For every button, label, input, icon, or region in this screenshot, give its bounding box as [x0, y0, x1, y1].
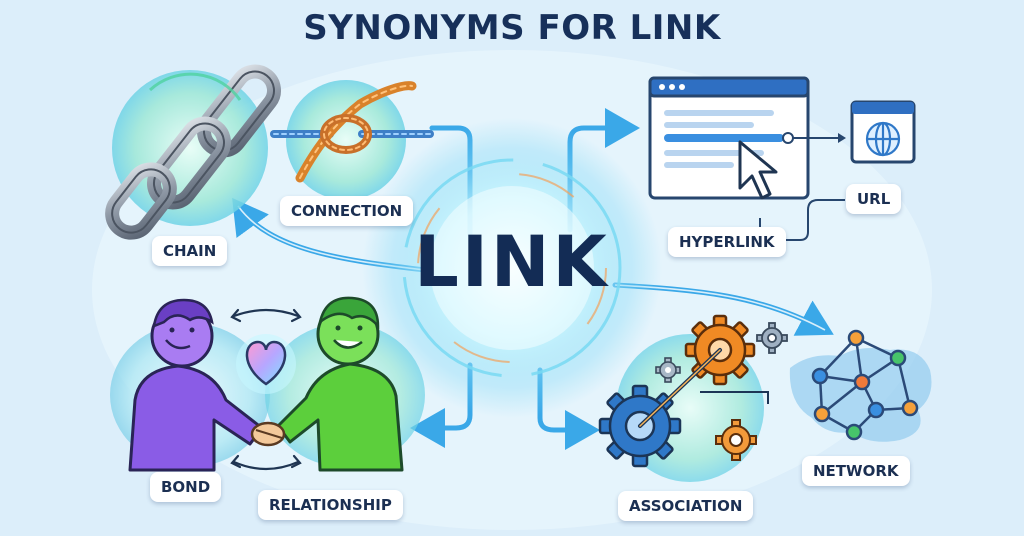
network-illustration: [789, 329, 932, 442]
association-illustration: [598, 314, 788, 482]
chain-icon: [105, 64, 282, 240]
network-map-icon: [789, 329, 932, 442]
connection-bubble: [270, 80, 434, 200]
rope-knot-icon: [270, 81, 434, 183]
label-network: NETWORK: [802, 456, 910, 486]
chain-bubble: [105, 64, 282, 240]
label-url: URL: [846, 184, 902, 214]
label-connection: CONNECTION: [280, 196, 414, 226]
label-relationship: RELATIONSHIP: [258, 490, 403, 520]
globe-icon: [865, 121, 901, 157]
label-hyperlink: HYPERLINK: [668, 227, 786, 257]
person-left: [128, 298, 264, 472]
label-bond: BOND: [150, 472, 222, 502]
label-association: ASSOCIATION: [618, 491, 754, 521]
bond-illustration: [110, 296, 425, 472]
handshake-icon: [250, 421, 286, 447]
person-right: [276, 296, 404, 472]
label-chain: CHAIN: [152, 236, 228, 266]
center-word: LINK: [414, 221, 610, 303]
url-illustration: [850, 100, 916, 164]
page-title: SYNONYMS FOR LINK: [303, 8, 721, 48]
center-glow: [362, 118, 662, 418]
cursor-icon: [738, 140, 778, 200]
arrow-to-relationship: [410, 362, 473, 448]
heart-icon: [236, 334, 296, 394]
hyperlink-illustration: [648, 76, 846, 241]
arrow-to-association: [537, 367, 600, 450]
